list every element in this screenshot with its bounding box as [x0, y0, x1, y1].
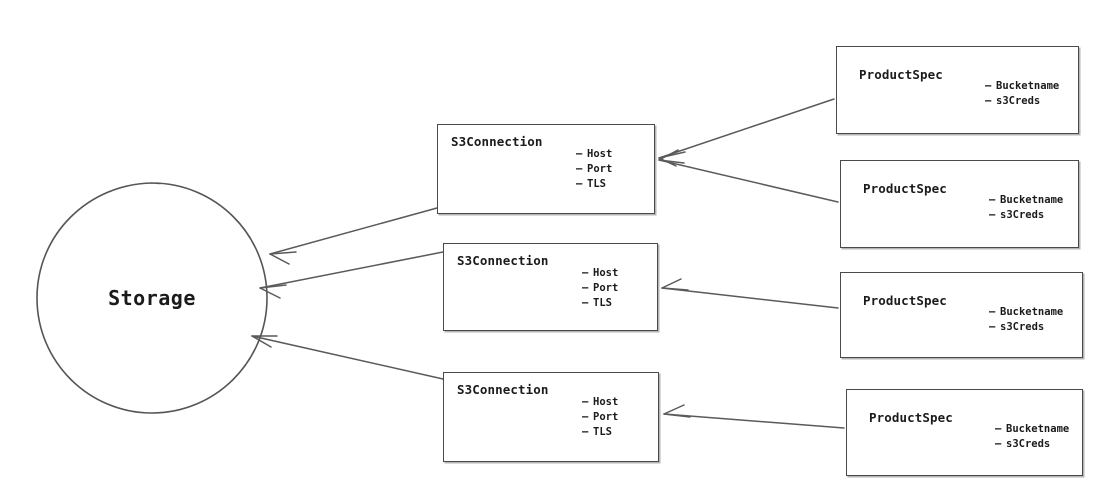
storage-label: Storage: [108, 286, 196, 310]
productspec-fields-1: –Bucketname –s3Creds: [985, 79, 1059, 109]
productspec-node-3[interactable]: ProductSpec –Bucketname –s3Creds: [840, 272, 1083, 358]
field-dash-icon: –: [995, 423, 1002, 435]
field-label: Port: [587, 162, 613, 175]
field-label: Bucketname: [1000, 194, 1064, 206]
field-label: Bucketname: [1006, 423, 1070, 435]
field-label: TLS: [593, 425, 612, 438]
field-dash-icon: –: [989, 320, 996, 333]
field-dash-icon: –: [989, 306, 996, 318]
s3connection-node-1[interactable]: S3Connection –Host –Port –TLS: [437, 124, 655, 214]
field-dash-icon: –: [576, 148, 583, 160]
field-dash-icon: –: [582, 410, 589, 423]
field-label: Port: [593, 410, 619, 423]
s3connection-fields-2: –Host –Port –TLS: [582, 266, 618, 311]
edge-productspec-4-to-s3conn-3: [663, 404, 845, 429]
productspec-title-2: ProductSpec: [863, 181, 947, 196]
field-row: –Bucketname: [985, 79, 1059, 94]
field-dash-icon: –: [576, 177, 583, 190]
field-row: –Host: [582, 395, 618, 410]
field-row: –TLS: [576, 177, 612, 192]
productspec-node-2[interactable]: ProductSpec –Bucketname –s3Creds: [840, 160, 1079, 248]
field-row: –s3Creds: [995, 437, 1069, 452]
s3connection-title-1: S3Connection: [451, 134, 543, 149]
field-row: –Port: [582, 281, 618, 296]
edge-s3conn-3-to-storage: [251, 335, 444, 380]
field-dash-icon: –: [576, 162, 583, 175]
field-row: –Port: [576, 162, 612, 177]
field-dash-icon: –: [582, 281, 589, 294]
field-label: Bucketname: [1000, 306, 1064, 318]
s3connection-node-2[interactable]: S3Connection –Host –Port –TLS: [443, 243, 658, 331]
productspec-fields-4: –Bucketname –s3Creds: [995, 422, 1069, 452]
productspec-node-4[interactable]: ProductSpec –Bucketname –s3Creds: [846, 389, 1083, 476]
field-label: s3Creds: [1000, 208, 1045, 221]
productspec-fields-2: –Bucketname –s3Creds: [989, 193, 1063, 223]
field-label: Bucketname: [996, 80, 1060, 92]
productspec-title-1: ProductSpec: [859, 67, 943, 82]
field-dash-icon: –: [582, 396, 589, 408]
field-label: s3Creds: [1000, 320, 1045, 333]
productspec-fields-3: –Bucketname –s3Creds: [989, 305, 1063, 335]
field-row: –Host: [582, 266, 618, 281]
field-row: –Host: [576, 147, 612, 162]
field-row: –Port: [582, 410, 618, 425]
field-row: –Bucketname: [989, 193, 1063, 208]
field-row: –Bucketname: [995, 422, 1069, 437]
s3connection-title-3: S3Connection: [457, 382, 549, 397]
field-dash-icon: –: [985, 80, 992, 92]
field-label: s3Creds: [1006, 437, 1051, 450]
edge-s3conn-1-to-storage: [269, 207, 438, 265]
s3connection-fields-3: –Host –Port –TLS: [582, 395, 618, 440]
field-row: –TLS: [582, 425, 618, 440]
field-dash-icon: –: [989, 208, 996, 221]
edge-productspec-3-to-s3conn-2: [661, 278, 839, 309]
field-row: –Bucketname: [989, 305, 1063, 320]
field-row: –s3Creds: [989, 208, 1063, 223]
field-dash-icon: –: [582, 267, 589, 279]
field-dash-icon: –: [582, 296, 589, 309]
edge-productspec-2-to-s3conn-1: [658, 149, 839, 203]
field-label: Host: [593, 267, 619, 279]
productspec-title-4: ProductSpec: [869, 410, 953, 425]
productspec-node-1[interactable]: ProductSpec –Bucketname –s3Creds: [836, 46, 1079, 134]
s3connection-title-2: S3Connection: [457, 253, 549, 268]
field-label: TLS: [593, 296, 612, 309]
storage-node: Storage: [37, 183, 267, 413]
field-label: TLS: [587, 177, 606, 190]
productspec-title-3: ProductSpec: [863, 293, 947, 308]
field-dash-icon: –: [582, 425, 589, 438]
field-dash-icon: –: [995, 437, 1002, 450]
field-label: Port: [593, 281, 619, 294]
field-label: Host: [593, 396, 619, 408]
field-row: –TLS: [582, 296, 618, 311]
field-dash-icon: –: [989, 194, 996, 206]
field-row: –s3Creds: [985, 94, 1059, 109]
edge-productspec-1-to-s3conn-1: [658, 98, 835, 167]
s3connection-fields-1: –Host –Port –TLS: [576, 147, 612, 192]
s3connection-node-3[interactable]: S3Connection –Host –Port –TLS: [443, 372, 659, 462]
field-label: Host: [587, 148, 613, 160]
field-dash-icon: –: [985, 94, 992, 107]
field-label: s3Creds: [996, 94, 1041, 107]
field-row: –s3Creds: [989, 320, 1063, 335]
edge-s3conn-2-to-storage: [259, 251, 444, 299]
